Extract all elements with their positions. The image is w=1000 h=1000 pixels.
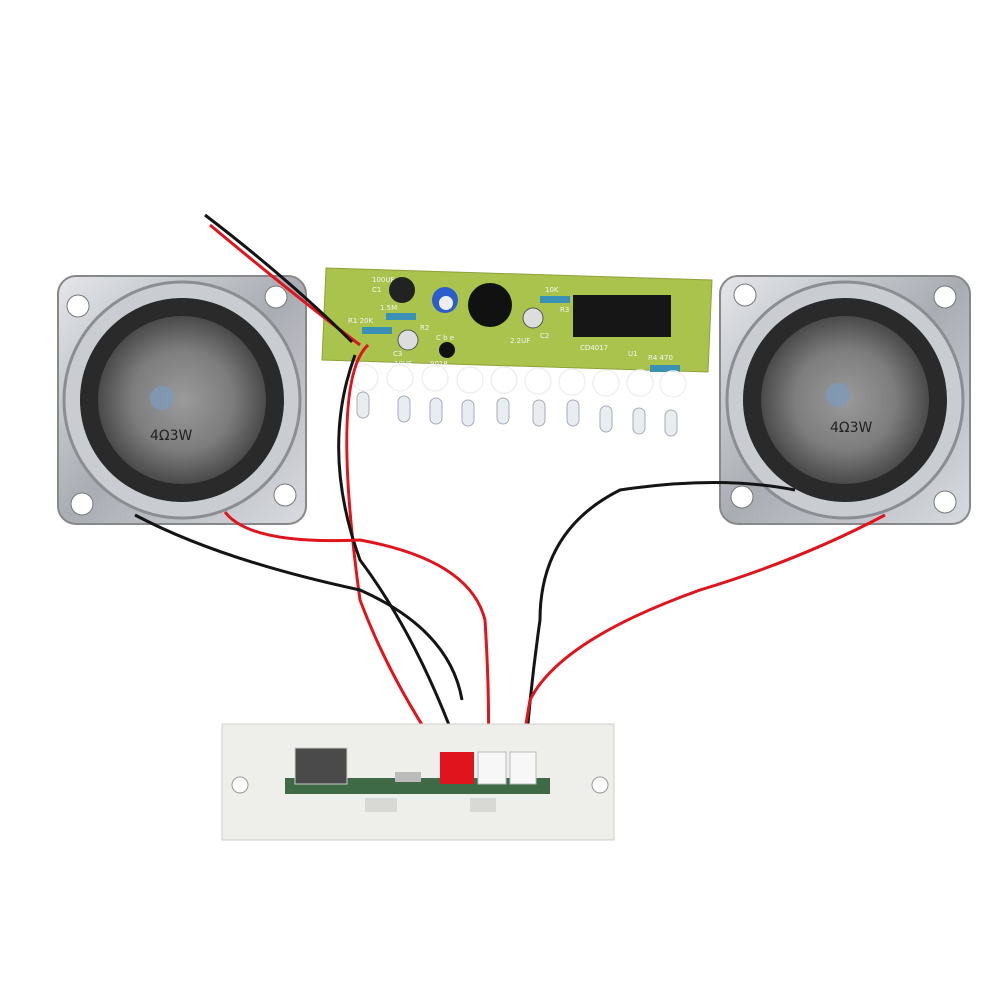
mp3-module [221,723,615,841]
pcb-label: C b e [436,334,454,342]
pcb-label: R1 20K [348,317,373,325]
pcb-label: 10UF [394,360,412,368]
pcb-label: R2 [420,324,429,332]
wires [134,213,886,761]
pcb-label: 100UF [372,276,395,284]
pcb-label: 10K [545,286,559,294]
pcb-label: U1 [628,350,638,358]
right-speaker-label: 4Ω3W [830,420,873,436]
right-speaker: 4Ω3W [719,275,971,525]
led-pcb: 100UF C1 1.5M R1 20K R2 C3 10UF C b e 90… [321,267,713,437]
pcb-label: R3 [560,306,569,314]
pcb-label: CD4017 [580,344,608,352]
pcb-label: C1 [372,286,381,294]
pcb-label: 2.2UF [510,337,530,345]
pcb-label: 1.5M [380,304,397,312]
pcb-label: C3 [393,350,402,358]
left-speaker-label: 4Ω3W [150,428,193,444]
pcb-label: 9018 [430,360,448,368]
left-speaker: 4Ω3W [57,275,307,525]
pcb-label: C2 [540,332,549,340]
pcb-label: R4 470 [648,354,673,362]
